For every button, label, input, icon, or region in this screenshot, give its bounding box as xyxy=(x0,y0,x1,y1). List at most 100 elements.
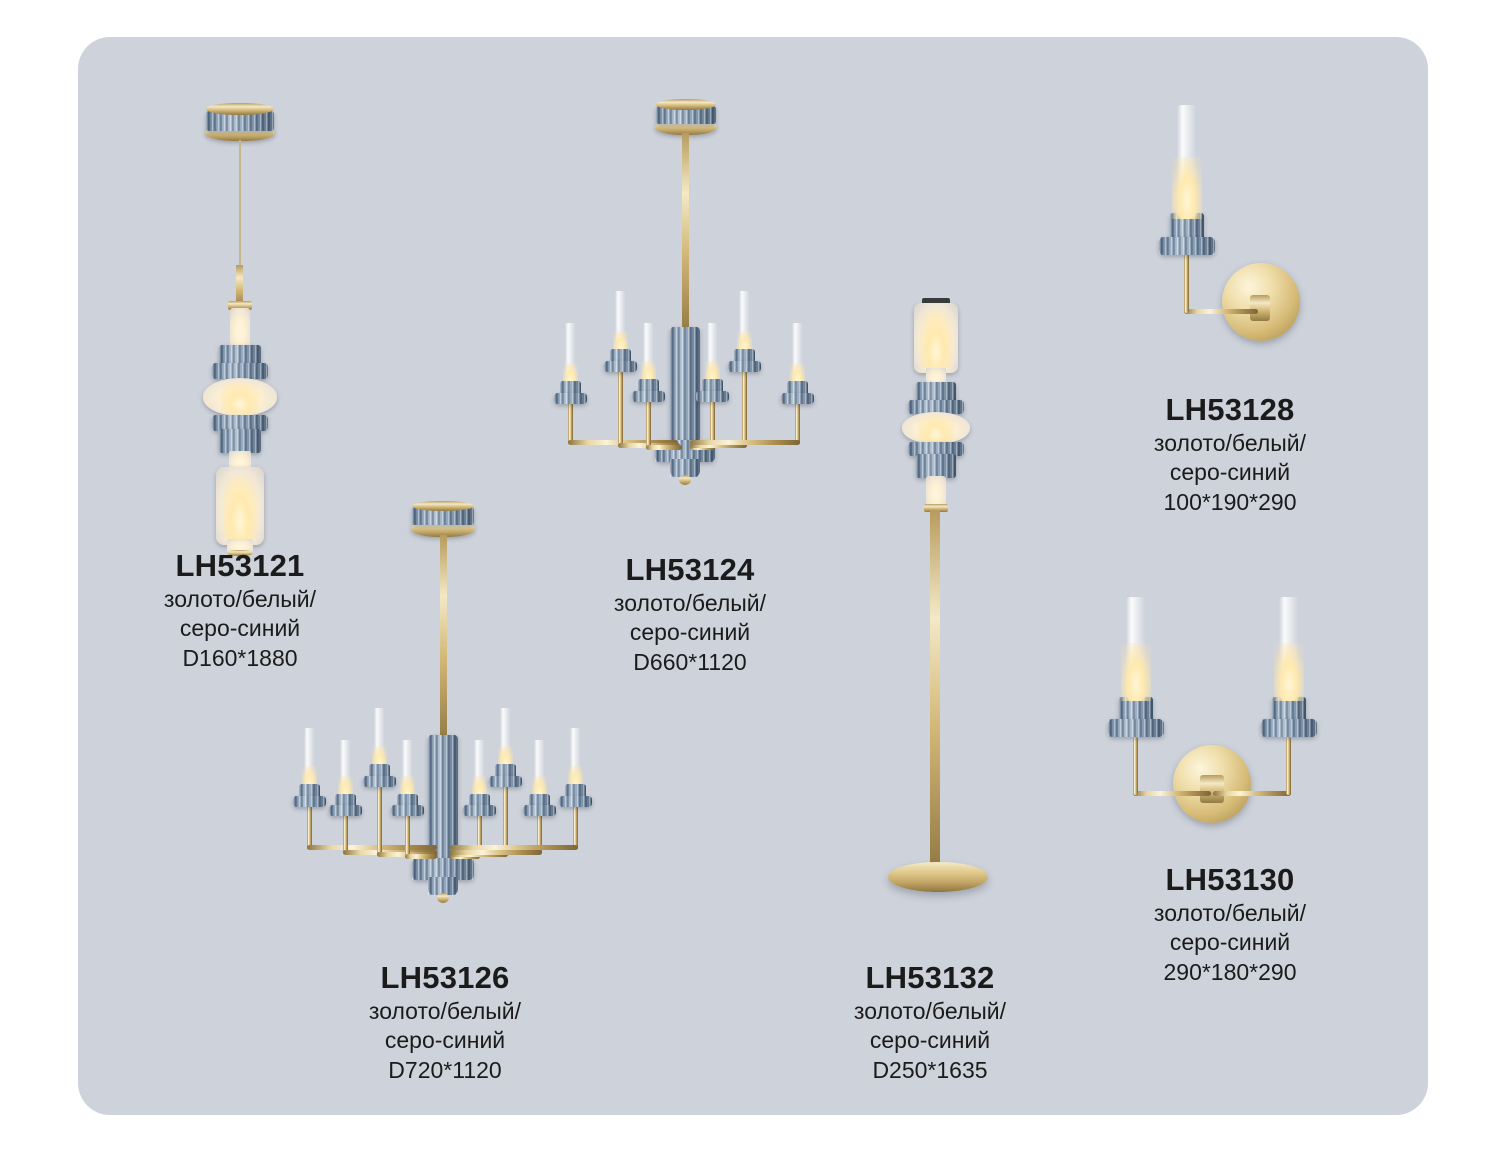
finish-lh53128: золото/белый/ серо-синий xyxy=(1153,429,1307,486)
finish-lh53124: золото/белый/ серо-синий xyxy=(613,589,767,646)
canopy-ring xyxy=(206,111,274,131)
finish-lh53130: золото/белый/ серо-синий xyxy=(1153,899,1307,956)
arm-riser-2 xyxy=(343,812,348,854)
dimensions-lh53132: D250*1635 xyxy=(872,1057,988,1084)
ribbed-flange-right xyxy=(1261,719,1317,737)
floor-pole xyxy=(930,510,940,870)
bottom-cap xyxy=(227,550,253,556)
ribbed-flange-upper xyxy=(908,400,964,414)
ribbed-collar-lower xyxy=(219,429,261,453)
dimensions-lh53126: D720*1120 xyxy=(388,1057,502,1084)
sconce-arm-left-horizontal xyxy=(1133,791,1211,796)
dimensions-lh53124: D660*1120 xyxy=(633,649,747,676)
label-lh53132: LH53132 золото/белый/ серо-синий D250*16… xyxy=(790,960,1070,1086)
sconce-arm-horizontal xyxy=(1184,309,1258,314)
label-lh53126: LH53126 золото/белый/ серо-синий D720*11… xyxy=(295,960,595,1086)
product-image-lh53121 xyxy=(185,95,295,556)
tube-collar xyxy=(924,504,948,512)
arm-beam-7 xyxy=(450,850,542,855)
label-lh53121: LH53121 золото/белый/ серо-синий D160*18… xyxy=(100,548,380,674)
ribbed-flange-lower xyxy=(212,415,268,431)
upper-glow xyxy=(920,312,952,368)
dimensions-lh53121: D160*1880 xyxy=(182,645,298,672)
arm-beam-4 xyxy=(405,854,437,859)
finial-ball xyxy=(437,893,449,903)
tube-glow-left xyxy=(1121,643,1151,701)
top-cap xyxy=(922,298,950,305)
tube-glow-right xyxy=(1274,643,1304,701)
arm-riser-7 xyxy=(537,812,542,854)
canopy-top xyxy=(656,99,716,110)
arm-riser-4 xyxy=(405,812,410,856)
arm-riser-5 xyxy=(477,812,482,856)
dimensions-lh53130: 290*180*290 xyxy=(1163,959,1297,986)
sconce-arm-right-horizontal xyxy=(1213,791,1291,796)
ribbed-collar-upper xyxy=(916,382,956,404)
model-lh53132: LH53132 xyxy=(865,960,995,995)
model-lh53128: LH53128 xyxy=(1165,392,1295,427)
finish-lh53126: золото/белый/ серо-синий xyxy=(368,997,522,1054)
arm-beam-1 xyxy=(568,440,678,445)
arm-riser-6 xyxy=(503,780,508,856)
finish-lh53132: золото/белый/ серо-синий xyxy=(853,997,1007,1054)
sconce-arm-right-vertical xyxy=(1286,737,1291,795)
suspension-cable xyxy=(239,140,241,270)
ribbed-collar-left xyxy=(1119,697,1153,723)
ribbed-flange xyxy=(1159,237,1215,255)
rod-collar xyxy=(228,301,252,310)
stem-rod xyxy=(682,133,689,333)
column-finial xyxy=(670,459,700,477)
arm-beam-5 xyxy=(690,443,747,448)
product-image-lh53130 xyxy=(1085,585,1335,835)
arm-riser-4 xyxy=(710,395,715,447)
column-finial xyxy=(428,877,458,895)
product-image-lh53124 xyxy=(550,95,840,505)
arm-riser-1 xyxy=(307,800,312,850)
lower-glow xyxy=(223,477,257,539)
drop-rod xyxy=(236,265,243,307)
arm-beam-8 xyxy=(450,845,578,850)
label-lh53130: LH53130 золото/белый/ серо-синий 290*180… xyxy=(1080,862,1380,988)
arm-riser-3 xyxy=(646,395,651,447)
model-lh53121: LH53121 xyxy=(175,548,305,583)
product-image-lh53132 xyxy=(880,290,1000,910)
central-column xyxy=(670,327,700,442)
canopy-top xyxy=(206,103,274,115)
dimensions-lh53128: 100*190*290 xyxy=(1163,489,1297,516)
arm-riser-3 xyxy=(377,780,382,856)
ribbed-flange-left xyxy=(1108,719,1164,737)
disc-glow xyxy=(221,383,259,413)
ribbed-flange-lower xyxy=(908,442,964,456)
backplate-hub xyxy=(1200,775,1224,803)
central-column xyxy=(428,735,458,860)
canopy-ring xyxy=(656,106,716,124)
product-image-lh53128 xyxy=(1140,95,1330,365)
arm-riser-1 xyxy=(568,395,573,445)
label-lh53128: LH53128 золото/белый/ серо-синий 100*190… xyxy=(1080,392,1380,518)
upper-glass-tube xyxy=(230,308,250,350)
arm-beam-3 xyxy=(646,445,682,450)
finish-lh53121: золото/белый/ серо-синий xyxy=(163,585,317,642)
lower-glass-foot xyxy=(227,539,253,553)
canopy-ring xyxy=(412,507,474,525)
arm-beam-1 xyxy=(307,845,437,850)
column-base-flange xyxy=(412,858,474,880)
floor-base xyxy=(888,862,988,892)
canopy-top xyxy=(412,501,474,511)
arm-riser-5 xyxy=(742,363,747,445)
ribbed-collar-lower xyxy=(916,454,956,478)
arm-riser-6 xyxy=(795,395,800,445)
model-lh53130: LH53130 xyxy=(1165,862,1295,897)
stem-rod xyxy=(440,535,447,740)
sconce-arm-left-vertical xyxy=(1133,737,1138,795)
tube-glow xyxy=(1172,157,1202,219)
ribbed-flange-upper xyxy=(212,363,268,379)
label-lh53124: LH53124 золото/белый/ серо-синий D660*11… xyxy=(540,552,840,678)
arm-riser-8 xyxy=(573,800,578,850)
sconce-arm-vertical xyxy=(1184,253,1189,313)
product-image-lh53126 xyxy=(293,500,595,920)
lower-glass-tube xyxy=(926,476,946,508)
ribbed-collar-right xyxy=(1272,697,1306,723)
disc-glow xyxy=(918,416,954,442)
backplate-hub xyxy=(1250,295,1270,321)
